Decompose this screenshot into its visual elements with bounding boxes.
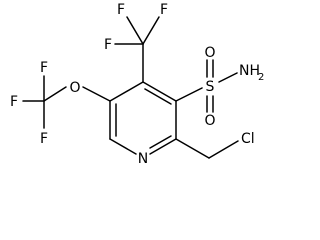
fluorine-label: F <box>160 2 168 18</box>
molecule-diagram: F F F F F F O S O O NH 2 N Cl <box>10 2 264 167</box>
bond-c2-n <box>149 138 177 155</box>
sulfonyl-oxygen-label: O <box>204 45 215 61</box>
chlorine-label: Cl <box>241 131 255 147</box>
ring-nitrogen-label: N <box>138 151 148 167</box>
bond-c5-c4 <box>109 81 144 102</box>
bond-c2-n-inner <box>149 135 172 149</box>
bond-cf3-f-top-right <box>142 16 160 45</box>
amine-label: NH <box>239 63 260 79</box>
bond-c4-c3-inner <box>144 88 172 105</box>
amine-subscript: 2 <box>258 72 264 83</box>
bond-s-n <box>218 72 238 83</box>
bond-c4-c3 <box>142 81 177 102</box>
fluorine-label: F <box>10 94 18 110</box>
bond-c5-o <box>82 86 111 102</box>
bond-c2-ch2 <box>175 138 210 159</box>
ether-oxygen-label: O <box>69 80 80 96</box>
sulfur-label: S <box>206 79 215 95</box>
fluorine-label: F <box>104 37 112 53</box>
fluorine-label: F <box>40 60 48 76</box>
fluorine-label: F <box>40 131 48 147</box>
bond-ch2-cl <box>208 140 239 159</box>
bond-c3-s <box>175 87 203 102</box>
sulfonyl-oxygen-label: O <box>204 113 215 129</box>
bond-o-c <box>43 86 67 102</box>
bond-n-c6 <box>109 138 137 155</box>
structure-canvas: F F F F F F O S O O NH 2 N Cl <box>9 2 265 167</box>
fluorine-label: F <box>117 2 125 18</box>
bond-cf3-f-top-left <box>126 16 144 45</box>
